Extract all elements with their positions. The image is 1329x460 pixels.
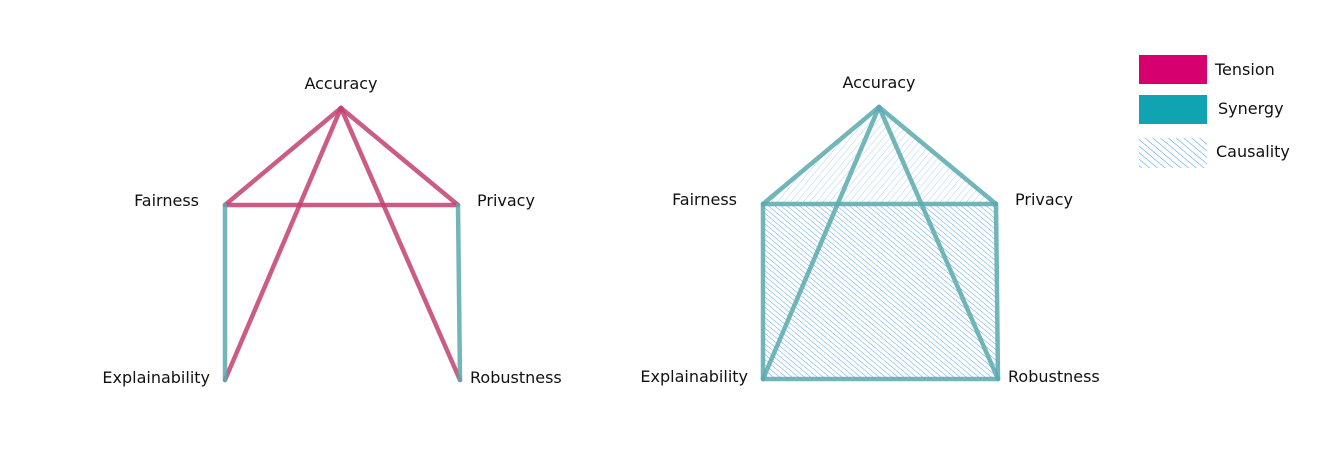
causality-region-accuracy-fairness-privacy xyxy=(763,107,996,204)
legend-label-causality: Causality xyxy=(1216,142,1290,161)
tension-edge-accuracy-robustness xyxy=(338,105,463,383)
node-label-fairness: Fairness xyxy=(134,191,199,210)
synergy-edge-accuracy-robustness xyxy=(876,104,1001,382)
synergy-edge-accuracy-fairness xyxy=(760,104,882,207)
legend-swatch-causality xyxy=(1139,138,1207,168)
node-label-explainability: Explainability xyxy=(102,368,210,387)
node-label-fairness: Fairness xyxy=(672,190,737,209)
tension-synergy-diagram: Accuracy Fairness Privacy Explainability… xyxy=(102,74,561,387)
node-label-explainability: Explainability xyxy=(640,367,748,386)
tension-edge-accuracy-explainability xyxy=(222,105,344,383)
legend-label-tension: Tension xyxy=(1214,60,1275,79)
node-label-robustness: Robustness xyxy=(1008,367,1100,386)
node-label-privacy: Privacy xyxy=(1015,190,1073,209)
tension-edge-accuracy-fairness xyxy=(222,105,344,208)
legend-swatch-tension xyxy=(1139,55,1207,84)
legend: Tension Synergy Causality xyxy=(1139,55,1290,168)
node-label-privacy: Privacy xyxy=(477,191,535,210)
synergy-edge-accuracy-privacy xyxy=(876,104,999,207)
synergy-edge-privacy-robustness xyxy=(993,201,1001,382)
node-label-robustness: Robustness xyxy=(470,368,562,387)
tension-edge-accuracy-privacy xyxy=(338,105,461,208)
synergy-edge-privacy-robustness xyxy=(455,202,463,383)
legend-label-synergy: Synergy xyxy=(1218,99,1284,118)
node-label-accuracy: Accuracy xyxy=(304,74,377,93)
node-label-accuracy: Accuracy xyxy=(842,73,915,92)
legend-swatch-synergy xyxy=(1139,95,1207,124)
synergy-causality-diagram: Accuracy Fairness Privacy Explainability… xyxy=(640,73,1099,386)
synergy-edge-accuracy-explainability xyxy=(760,104,882,382)
